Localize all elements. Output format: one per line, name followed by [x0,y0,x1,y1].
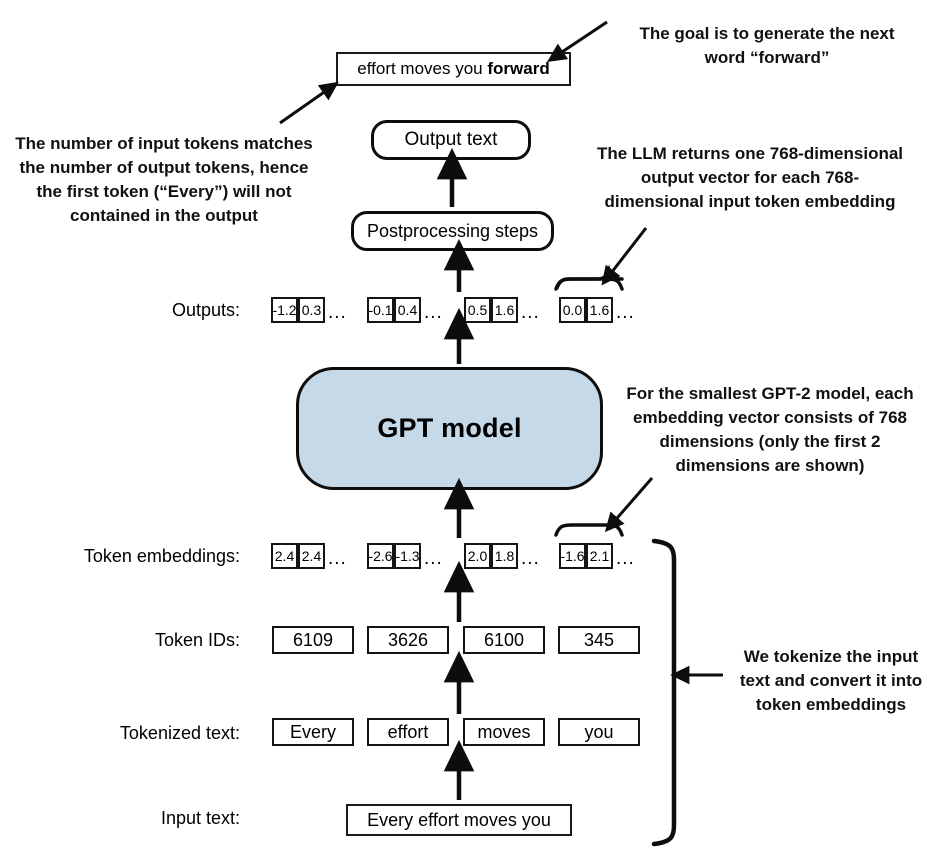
outputs-cell: -1.2 [271,297,298,323]
token-embeddings-row-label: Token embeddings: [83,546,240,566]
annotation-line: token embeddings [755,695,907,715]
outputs-cell: -0.1 [367,297,394,323]
generated-text-prefix: effort moves you [357,59,488,78]
outputs-cell: 0.4 [394,297,421,323]
token-embeddings-group-2: -2.6 -1.3 ... [367,543,443,569]
annotation-line: dimensional input token embedding [604,192,896,212]
outputs-group-2: -0.1 0.4 ... [367,297,443,323]
token-embeddings-group-3: 2.0 1.8 ... [464,543,540,569]
generated-text-bold: forward [487,59,550,78]
outputs-cell: 1.6 [586,297,613,323]
token-id-box: 345 [558,626,640,654]
outputs-group-1: -1.2 0.3 ... [271,297,347,323]
annotation-line: word “forward” [704,48,830,68]
outputs-cell: 0.3 [298,297,325,323]
annotation-token-count: The number of input tokens matches the n… [8,132,320,229]
annotation-line: output vector for each 768- [640,168,860,188]
outputs-ellipsis: ... [616,301,635,323]
annotation-goal: The goal is to generate the next word “f… [606,22,928,70]
output-text-label: Output text [404,129,498,150]
embedding-cell: -1.6 [559,543,586,569]
token-text-box: you [558,718,640,746]
postprocessing-box: Postprocessing steps [351,211,554,251]
gpt-model-label: GPT model [377,413,522,443]
postprocessing-label: Postprocessing steps [366,220,539,241]
annotation-line: the number of output tokens, hence [19,158,309,178]
annotation-arrow-icon [604,477,654,533]
curly-brace-top-icon [554,277,624,291]
embedding-cell: 2.4 [298,543,325,569]
outputs-row-label: Outputs: [171,300,240,320]
embedding-cell: 2.0 [464,543,491,569]
annotation-line: The LLM returns one 768-dimensional [596,144,904,163]
annotation-arrow-icon [601,227,648,286]
annotation-line: The number of input tokens matches [15,134,313,153]
token-id-box: 3626 [367,626,449,654]
annotation-line: dimensions are shown) [675,456,865,476]
annotation-arrow-icon [547,20,608,62]
token-ids-row-label: Token IDs: [154,630,240,650]
curly-brace-side-icon [651,538,677,847]
token-id-box: 6109 [272,626,354,654]
tokenized-text-row-label: Tokenized text: [119,723,240,743]
annotation-line: For the smallest GPT-2 model, each [626,384,914,403]
annotation-line: dimensions (only the first 2 [659,432,881,452]
token-embeddings-group-1: 2.4 2.4 ... [271,543,347,569]
token-text-box: effort [367,718,449,746]
embedding-ellipsis: ... [328,547,347,569]
annotation-arrow-icon [279,81,339,125]
embedding-cell: -1.3 [394,543,421,569]
outputs-group-3: 0.5 1.6 ... [464,297,540,323]
annotation-tokenize: We tokenize the input text and convert i… [728,645,934,717]
curly-brace-top-icon [555,264,624,290]
embedding-ellipsis: ... [424,547,443,569]
embedding-cell: 2.4 [271,543,298,569]
annotation-line: the first token (“Every”) will not [36,182,292,202]
annotation-llm-returns: The LLM returns one 768-dimensional outp… [580,142,920,214]
outputs-group-4: 0.0 1.6 ... [559,297,635,323]
curly-brace-top-icon [554,523,624,537]
embedding-ellipsis: ... [521,547,540,569]
gpt-model-box: GPT model [296,367,603,490]
output-text-box: Output text [371,120,531,160]
generated-text-box: effort moves you forward [336,52,571,86]
input-text-row-label: Input text: [160,808,240,828]
outputs-ellipsis: ... [424,301,443,323]
outputs-cell: 0.5 [464,297,491,323]
annotation-gpt2-dimensions: For the smallest GPT-2 model, each embed… [610,382,930,479]
embedding-ellipsis: ... [616,547,635,569]
embedding-cell: 1.8 [491,543,518,569]
token-text-box: moves [463,718,545,746]
input-text-box: Every effort moves you [346,804,572,836]
outputs-ellipsis: ... [328,301,347,323]
token-text-box: Every [272,718,354,746]
annotation-line: The goal is to generate the next [639,24,895,43]
outputs-cell: 0.0 [559,297,586,323]
annotation-line: embedding vector consists of 768 [633,408,907,428]
token-embeddings-group-4: -1.6 2.1 ... [559,543,635,569]
annotation-line: text and convert it into [739,671,923,691]
annotation-line: We tokenize the input [743,647,919,666]
embedding-cell: -2.6 [367,543,394,569]
outputs-ellipsis: ... [521,301,540,323]
token-id-box: 6100 [463,626,545,654]
embedding-cell: 2.1 [586,543,613,569]
outputs-cell: 1.6 [491,297,518,323]
annotation-line: contained in the output [70,206,258,226]
